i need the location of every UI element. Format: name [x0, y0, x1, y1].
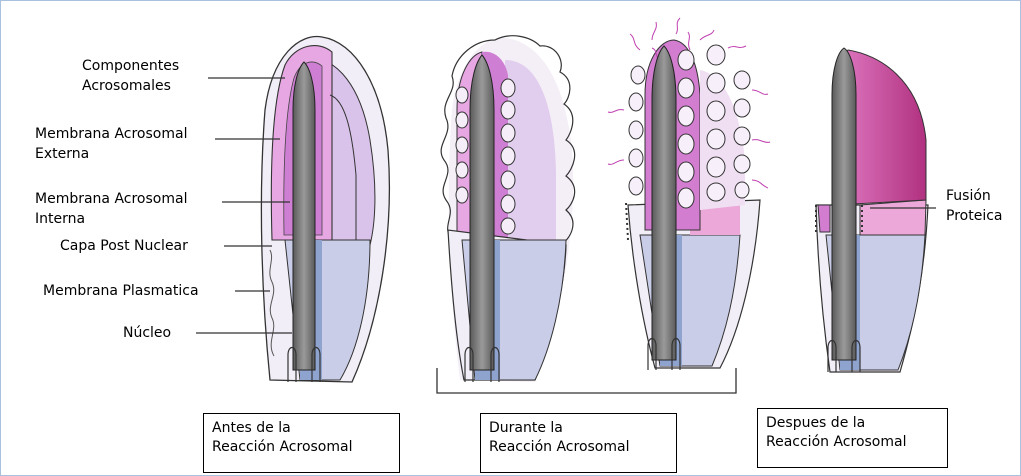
- label-nucleo: Núcleo: [123, 323, 171, 343]
- sperm-during-reaction-late: [608, 18, 770, 370]
- sperm-after-reaction: [816, 48, 928, 372]
- label-capa-post-nuclear: Capa Post Nuclear: [60, 236, 188, 256]
- sperm-during-reaction-early: [441, 36, 575, 382]
- sperm-before-reaction: [261, 37, 389, 382]
- label-membrana-plasmatica: Membrana Plasmatica: [43, 281, 199, 301]
